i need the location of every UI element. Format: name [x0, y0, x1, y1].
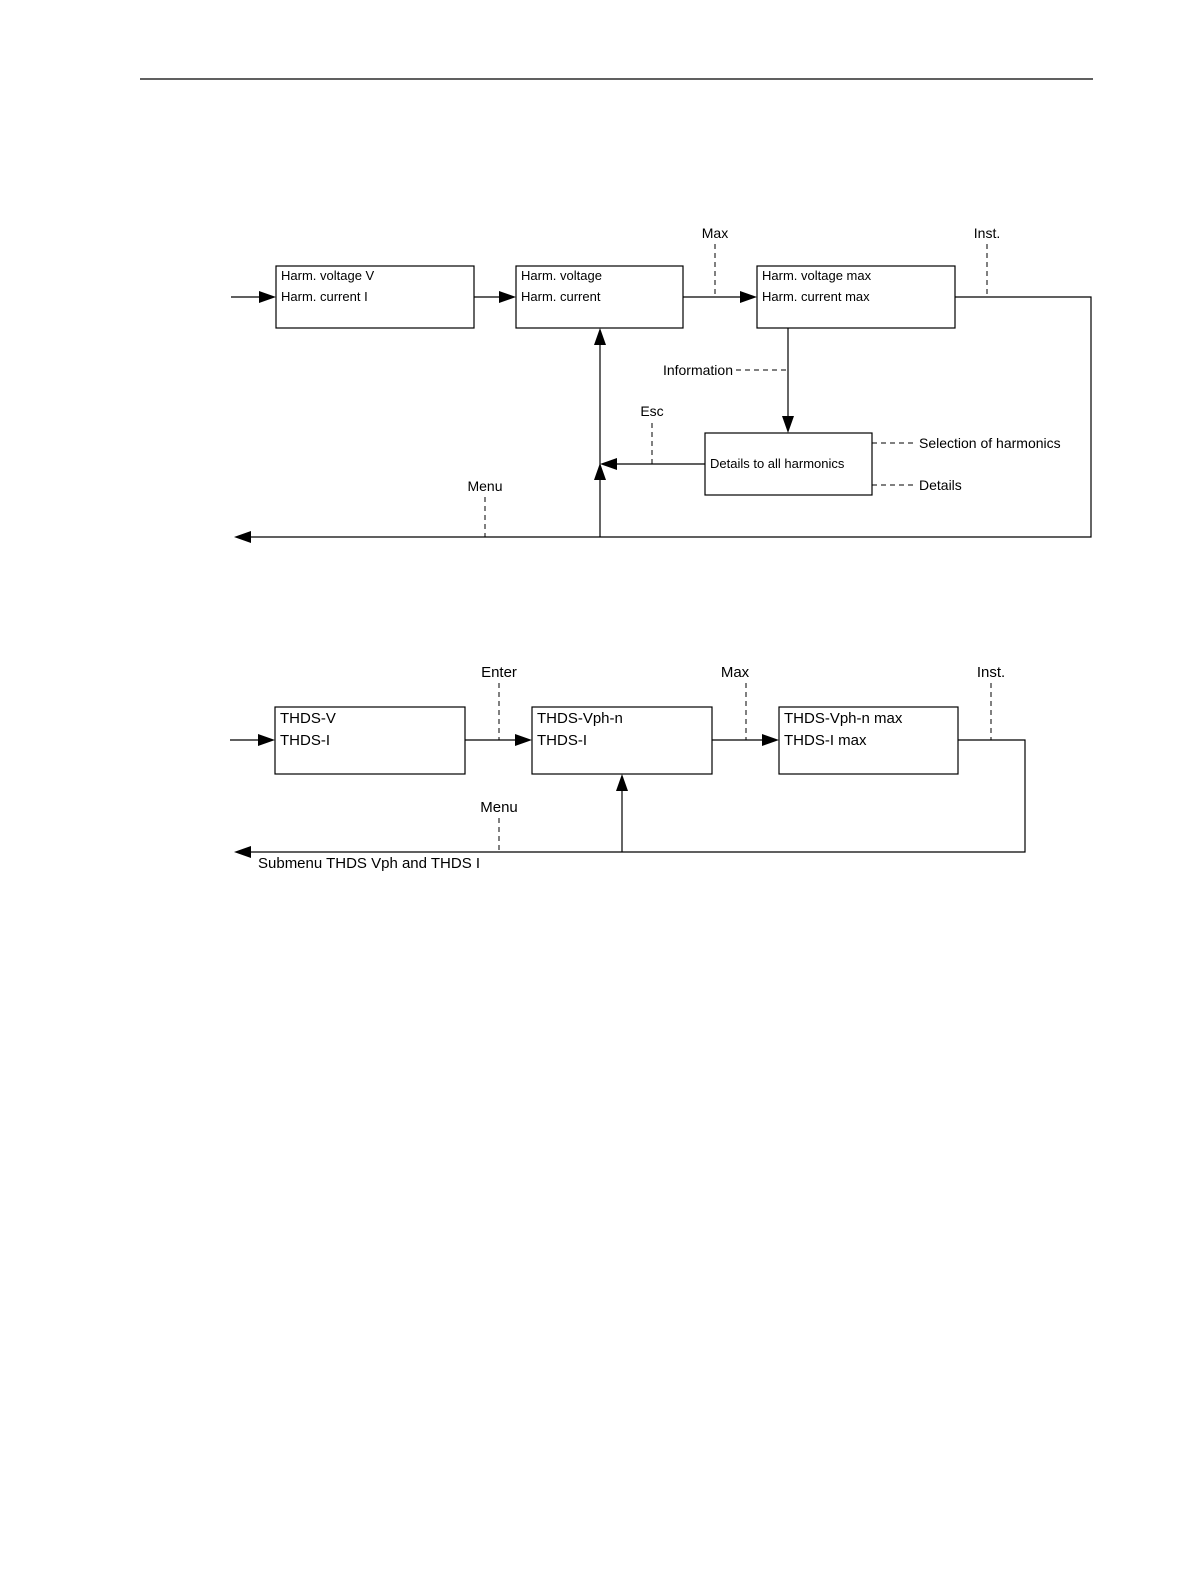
esc-label: Esc — [640, 403, 663, 419]
harmonics-flow-diagram: Harm. voltage V Harm. current I Harm. vo… — [231, 225, 1091, 543]
entry-arrowhead — [259, 291, 276, 303]
selection-of-harmonics-label: Selection of harmonics — [919, 435, 1061, 451]
enter-label: Enter — [481, 664, 517, 681]
thds-i-box2-label: THDS-I — [537, 732, 587, 749]
details-label: Details — [919, 477, 962, 493]
arrowhead-1-2 — [499, 291, 516, 303]
thds-i-label: THDS-I — [280, 732, 330, 749]
details-back-arrowhead — [600, 458, 617, 470]
arrowhead-2-1-2 — [515, 734, 532, 746]
thds-flow-diagram: THDS-V THDS-I THDS-Vph-n THDS-I THDS-Vph… — [230, 664, 1025, 872]
details-harmonics-label: Details to all harmonics — [710, 456, 845, 471]
harm-current-max-label: Harm. current max — [762, 289, 870, 304]
max-label-2: Max — [721, 664, 750, 681]
return-arrowhead — [234, 531, 251, 543]
arrowhead-3-details — [782, 416, 794, 433]
harm-voltage-max-label: Harm. voltage max — [762, 268, 872, 283]
box2-up-arrowhead — [594, 328, 606, 345]
box2-up-arrowhead-2 — [616, 774, 628, 791]
return-line — [248, 297, 1091, 537]
mid-up-arrowhead — [594, 463, 606, 480]
menu-label-2: Menu — [480, 799, 518, 816]
harm-voltage-v-label: Harm. voltage V — [281, 268, 375, 283]
max-label: Max — [702, 225, 728, 241]
thds-v-label: THDS-V — [280, 710, 336, 727]
inst-label: Inst. — [974, 225, 1000, 241]
inst-label-2: Inst. — [977, 664, 1005, 681]
harm-voltage-label: Harm. voltage — [521, 268, 602, 283]
thds-vph-n-label: THDS-Vph-n — [537, 710, 623, 727]
return-arrowhead-2 — [234, 846, 251, 858]
thds-i-max-label: THDS-I max — [784, 732, 867, 749]
harm-current-label: Harm. current — [521, 289, 601, 304]
harm-current-i-label: Harm. current I — [281, 289, 368, 304]
arrowhead-2-3 — [740, 291, 757, 303]
submenu-label: Submenu THDS Vph and THDS I — [258, 855, 480, 872]
entry-arrowhead-2 — [258, 734, 275, 746]
information-label: Information — [663, 362, 733, 378]
thds-vph-n-max-label: THDS-Vph-n max — [784, 710, 903, 727]
arrowhead-2-2-3 — [762, 734, 779, 746]
menu-label: Menu — [467, 478, 502, 494]
